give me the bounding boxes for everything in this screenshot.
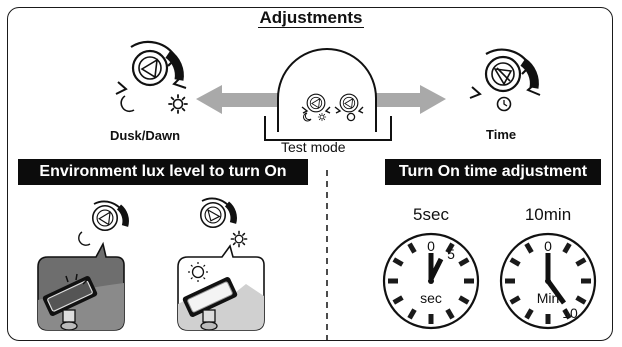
moon-icon-small [78,231,91,246]
clock-5sec-title: 5sec [413,205,449,224]
moon-icon [120,95,135,113]
day-scene-icon [177,244,265,331]
arrow-right-icon [374,85,446,114]
diagram-title: Adjustments [257,8,365,28]
time-knob-icon [469,48,541,99]
dawn-knob-small-icon [199,197,237,229]
sun-icon-small [230,230,248,248]
banner-time-adjustment: Turn On time adjustment [385,159,601,185]
time-caption: Time [486,127,517,142]
night-scene-icon [37,241,125,331]
dusk-knob-small-icon [91,200,129,232]
clock-5sec-mark-0: 0 [427,238,435,254]
clock-5sec: 0 5 sec [382,232,480,330]
dusk-dawn-caption: Dusk/Dawn [110,128,181,143]
clock-10min: 0 Min 10 [499,232,597,330]
dusk-dawn-knob-icon [115,40,187,95]
clock-icon [496,96,512,112]
test-mode-caption: Test mode [281,139,346,155]
sun-glyph-icon [188,262,208,282]
arrow-left-icon [196,85,278,114]
clock-10min-mark-0: 0 [544,238,552,254]
clock-10min-mark-10: 10 [562,305,578,321]
clock-5sec-mark-5: 5 [447,246,455,262]
sun-icon [168,94,188,114]
diagram-frame [7,7,613,341]
clock-5sec-unit: sec [420,290,442,306]
banner-lux-level: Environment lux level to turn On [18,159,308,185]
sensor-unit-icon [264,48,392,141]
clock-10min-unit: Min [537,290,560,306]
clock-10min-title: 10min [524,205,572,224]
